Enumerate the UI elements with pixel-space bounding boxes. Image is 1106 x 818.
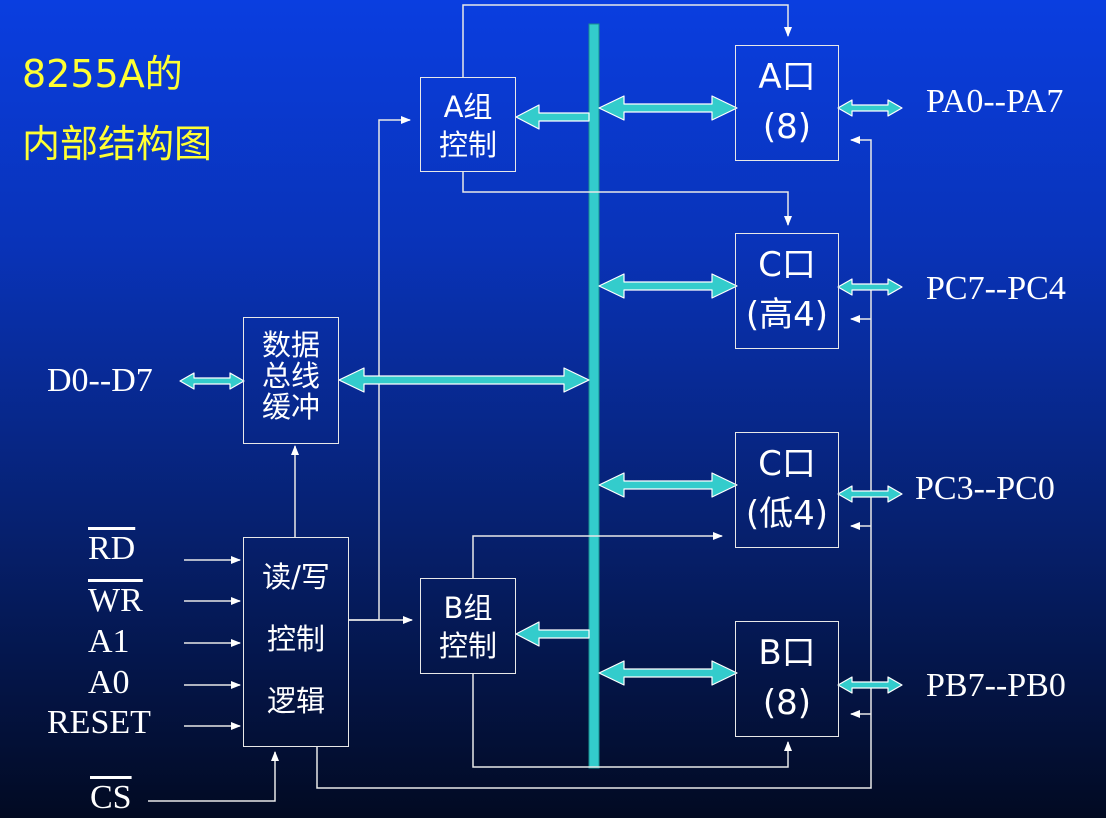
- group-b-line-1: B组: [443, 591, 493, 625]
- port-b-line-1: B口: [758, 633, 816, 673]
- port-c-high-line-1: C口: [758, 245, 816, 285]
- bus-to-group-a-arrow: [515, 104, 590, 130]
- port-b-line-2: (8): [762, 683, 812, 723]
- bus-buffer-line-3: 缓冲: [261, 390, 320, 424]
- bus-buffer-block: 数据 总线 缓冲: [243, 317, 339, 444]
- bus-to-port-a-arrow: [598, 95, 738, 121]
- port-a-block: A口 (8): [735, 45, 839, 161]
- pb-arrow: [837, 676, 903, 694]
- port-c-high-line-2: (高4): [745, 295, 829, 335]
- port-b-block: B口 (8): [735, 621, 839, 737]
- rd-label: RD: [88, 530, 136, 567]
- wr-label: WR: [88, 582, 143, 619]
- port-a-line-2: (8): [762, 107, 812, 147]
- pc-high-pins-label: PC7--PC4: [926, 270, 1066, 307]
- control-lines: [148, 4, 872, 802]
- pc-high-arrow: [837, 278, 903, 296]
- group-a-line-1: A组: [443, 90, 493, 124]
- bus-to-port-c-high-arrow: [598, 273, 738, 299]
- port-c-low-line-2: (低4): [745, 494, 829, 534]
- pa-pins-label: PA0--PA7: [926, 83, 1064, 120]
- a0-label: A0: [88, 664, 130, 701]
- a1-label: A1: [88, 623, 130, 660]
- pc-low-pins-label: PC3--PC0: [915, 470, 1055, 507]
- bus-buffer-line-1: 数据: [261, 328, 320, 362]
- group-b-control-block: B组 控制: [420, 578, 516, 674]
- data-bus-arrow: [179, 372, 245, 390]
- bus-buffer-line-2: 总线: [261, 359, 320, 393]
- rw-logic-line-3: 逻辑: [266, 684, 325, 718]
- group-b-line-2: 控制: [438, 629, 497, 663]
- title-line-2: 内部结构图: [22, 122, 213, 166]
- port-c-high-block: C口 (高4): [735, 233, 839, 349]
- title-line-1: 8255A的: [22, 52, 183, 96]
- cs-label: CS: [90, 779, 132, 816]
- reset-label: RESET: [47, 704, 151, 741]
- pa-arrow: [837, 99, 903, 117]
- diagram-title: 8255A的 内部结构图: [22, 52, 212, 166]
- data-bus-label: D0--D7: [47, 362, 153, 399]
- pb-pins-label: PB7--PB0: [926, 667, 1066, 704]
- rw-logic-block: 读/写 控制 逻辑: [243, 537, 349, 747]
- rw-logic-line-2: 控制: [266, 622, 325, 656]
- port-c-low-block: C口 (低4): [735, 432, 839, 548]
- bus-to-port-c-low-arrow: [598, 472, 738, 498]
- data-paths: [179, 95, 903, 694]
- bus-buffer-to-bus-arrow: [338, 367, 590, 393]
- bus-to-group-b-arrow: [515, 621, 590, 647]
- port-c-low-line-1: C口: [758, 444, 816, 484]
- internal-bus: [588, 23, 600, 769]
- pc-low-arrow: [837, 485, 903, 503]
- rw-logic-line-1: 读/写: [262, 560, 330, 594]
- group-a-control-block: A组 控制: [420, 77, 516, 172]
- group-a-line-2: 控制: [438, 128, 497, 162]
- bus-to-port-b-arrow: [598, 660, 738, 686]
- port-a-line-1: A口: [758, 57, 816, 97]
